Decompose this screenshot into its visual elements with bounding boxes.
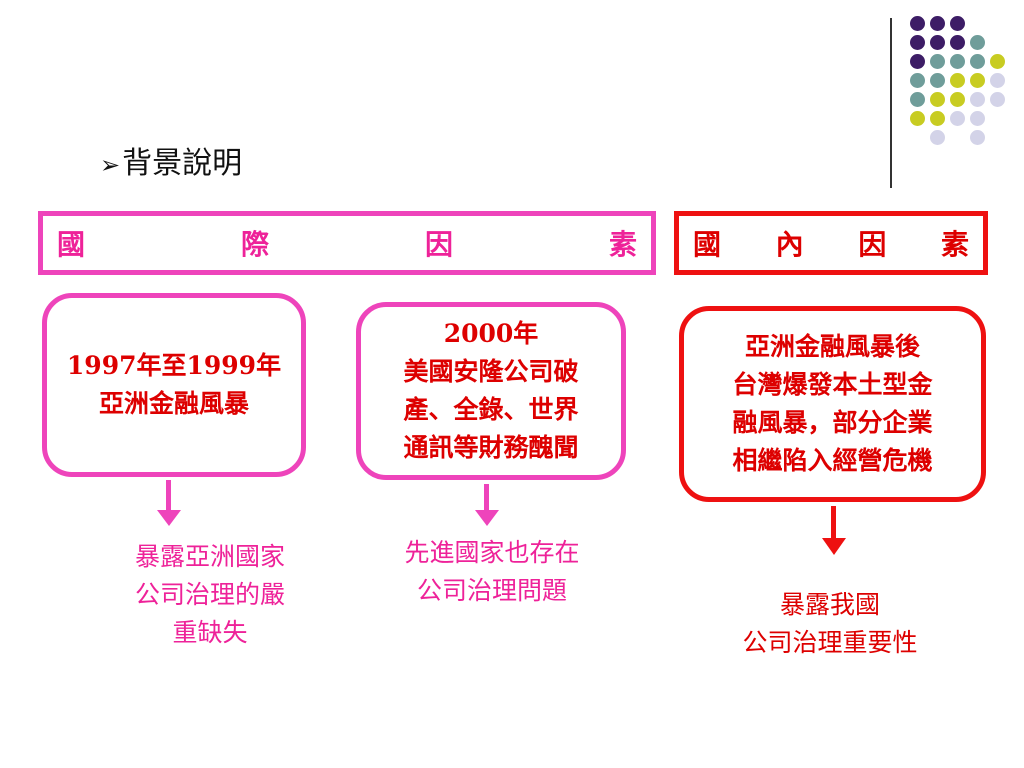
- decor-dot: [970, 130, 985, 145]
- box-line: 2000年: [443, 319, 539, 348]
- decor-dot: [930, 111, 945, 126]
- asia-result-note: 暴露亞洲國家 公司治理的嚴 重缺失: [90, 538, 330, 652]
- decor-dot: [970, 111, 985, 126]
- slide-title: ➢背景說明: [100, 138, 242, 182]
- box-line: 亞洲金融風暴: [98, 389, 249, 418]
- decor-dot: [970, 73, 985, 88]
- decor-dot: [910, 16, 925, 31]
- decor-dot: [970, 54, 985, 69]
- note-line: 暴露我國: [779, 590, 880, 619]
- down-arrow-stem: [484, 484, 489, 512]
- dot-grid-icon: [0, 0, 1024, 200]
- decor-dot: [950, 111, 965, 126]
- note-line: 重缺失: [172, 618, 248, 647]
- decor-dot: [930, 130, 945, 145]
- decor-dot: [930, 73, 945, 88]
- enron-scandal-box: 2000年 美國安隆公司破 產、全錄、世界 通訊等財務醜聞: [356, 302, 626, 480]
- bullet-arrow-icon: ➢: [100, 151, 121, 179]
- note-line: 先進國家也存在: [404, 538, 580, 567]
- down-arrow-icon: [475, 510, 499, 526]
- international-factors-header: 國 際 因 素: [38, 211, 656, 275]
- box-line: 通訊等財務醜聞: [403, 433, 579, 462]
- decor-dot: [930, 54, 945, 69]
- header-char: 際: [240, 228, 269, 261]
- decor-dot: [910, 92, 925, 107]
- decor-dot: [990, 54, 1005, 69]
- down-arrow-icon: [157, 510, 181, 526]
- header-char: 素: [940, 228, 969, 261]
- box-line: 1997年至1999年: [66, 351, 282, 380]
- header-char: 國: [57, 228, 86, 261]
- decor-dot: [910, 73, 925, 88]
- header-char: 內: [775, 228, 804, 261]
- header-char: 因: [424, 228, 453, 261]
- header-char: 因: [858, 228, 887, 261]
- taiwan-result-note: 暴露我國 公司治理重要性: [690, 586, 970, 662]
- decor-dot: [930, 16, 945, 31]
- down-arrow-icon: [822, 538, 846, 555]
- developed-result-note: 先進國家也存在 公司治理問題: [362, 534, 622, 610]
- decor-dot: [930, 92, 945, 107]
- decor-dot: [910, 35, 925, 50]
- down-arrow-stem: [166, 480, 171, 512]
- decor-dot: [950, 35, 965, 50]
- note-line: 公司治理問題: [416, 576, 567, 605]
- decor-dot: [990, 92, 1005, 107]
- decor-dot: [950, 54, 965, 69]
- header-char: 素: [608, 228, 637, 261]
- domestic-factors-header: 國 內 因 素: [674, 211, 988, 275]
- decor-dot: [910, 111, 925, 126]
- box-line: 產、全錄、世界: [403, 395, 579, 424]
- decor-dot: [950, 73, 965, 88]
- note-line: 公司治理重要性: [742, 628, 918, 657]
- slide-title-text: 背景說明: [122, 146, 243, 181]
- decor-dot: [970, 35, 985, 50]
- down-arrow-stem: [831, 506, 836, 540]
- note-line: 暴露亞洲國家: [134, 542, 285, 571]
- box-line: 美國安隆公司破: [403, 357, 579, 386]
- box-line: 亞洲金融風暴後: [744, 332, 920, 361]
- asia-crisis-box: 1997年至1999年 亞洲金融風暴: [42, 293, 306, 477]
- note-line: 公司治理的嚴: [134, 580, 285, 609]
- decor-dot: [910, 54, 925, 69]
- box-line: 融風暴，部分企業: [732, 408, 933, 437]
- decor-dot: [970, 92, 985, 107]
- decor-dot: [930, 35, 945, 50]
- decor-dot: [950, 16, 965, 31]
- taiwan-crisis-box: 亞洲金融風暴後 台灣爆發本土型金 融風暴，部分企業 相繼陷入經營危機: [679, 306, 986, 502]
- box-line: 相繼陷入經營危機: [732, 446, 933, 475]
- box-line: 台灣爆發本土型金: [732, 370, 933, 399]
- divider-line: [890, 18, 892, 188]
- decor-dot: [950, 92, 965, 107]
- header-char: 國: [693, 228, 722, 261]
- decor-dot: [990, 73, 1005, 88]
